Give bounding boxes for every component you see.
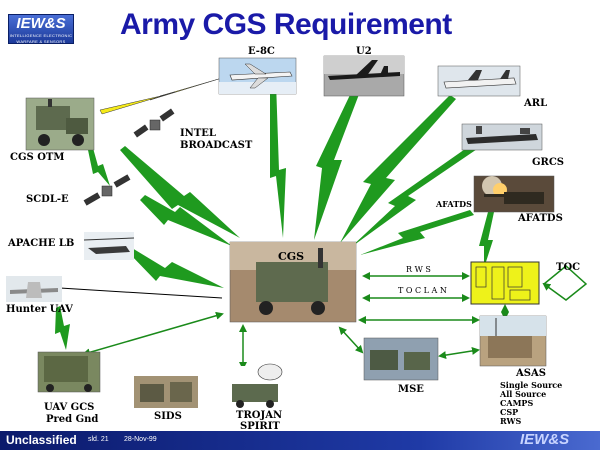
- bolt-e8c-cgs: [270, 82, 286, 238]
- asas-list-item: All Source: [500, 389, 547, 399]
- label-uav-gcs: UAV GCS: [44, 402, 95, 413]
- label-e8c: E-8C: [248, 46, 275, 57]
- label-afatds-small: AFATDS: [436, 199, 472, 209]
- label-sids: SIDS: [154, 411, 182, 422]
- label-grcs: GRCS: [532, 157, 565, 168]
- label-spirit: SPIRIT: [240, 421, 280, 432]
- footer-brand-logo: IEW&S: [520, 431, 570, 448]
- asas-photo: [479, 315, 547, 367]
- bolt-afatds-cgs: [360, 210, 474, 255]
- iews-logo: IEW&S INTELLIGENCE ELECTRONIC WARFARE & …: [8, 14, 74, 44]
- apache-photo: [83, 232, 135, 260]
- bolt-apache-cgs: [128, 248, 224, 288]
- mse-photo: [363, 337, 439, 381]
- label-apache-lb: APACHE LB: [8, 238, 75, 249]
- label-mse: MSE: [398, 384, 424, 395]
- cgs-center-photo: [229, 241, 357, 323]
- afatds-photo: [473, 175, 555, 213]
- label-broadcast: BROADCAST: [180, 140, 253, 151]
- page-title: Army CGS Requirement: [120, 8, 452, 41]
- asas-list-item: CSP: [500, 407, 519, 417]
- classification-label: Unclassified: [6, 433, 77, 447]
- label-hunter-uav: Hunter UAV: [6, 304, 73, 315]
- link-label-toc-lan: T O C L A N: [398, 286, 447, 295]
- trojan-spirit-photo: [222, 363, 286, 408]
- label-cgs: CGS: [278, 250, 305, 263]
- label-toc: TOC: [556, 262, 581, 273]
- label-arl: ARL: [524, 98, 548, 109]
- slide-number: sld. 21: [88, 436, 109, 443]
- bolt-scdl-cgs: [140, 195, 232, 246]
- arrow-mse-asas: [438, 346, 480, 360]
- label-trojan: TROJAN: [236, 410, 283, 421]
- u2-photo: [323, 55, 405, 97]
- footer-bar: Unclassified sld. 21 28-Nov-99 IEW&S: [0, 431, 600, 450]
- bolt-cgsotm-e8c: [99, 77, 223, 115]
- intel-broadcast-satellite: [133, 108, 175, 138]
- bolt-intel-cgs: [120, 146, 240, 238]
- arrow-toc-loop: [542, 265, 588, 301]
- label-intel: INTEL: [180, 128, 216, 139]
- asas-list-item: CAMPS: [500, 398, 534, 408]
- slide-date: 28-Nov-99: [124, 436, 157, 443]
- bolt-u2-cgs: [314, 74, 366, 240]
- bolt-otm-scdl: [88, 148, 110, 186]
- asas-list-item: RWS: [500, 416, 522, 426]
- label-afatds: AFATDS: [518, 213, 563, 224]
- label-scdl-e: SCDL-E: [26, 194, 69, 205]
- grcs-photo: [461, 123, 543, 151]
- label-u2: U2: [356, 46, 372, 57]
- line-hunter-cgs: [59, 287, 223, 299]
- sids-photo: [134, 376, 198, 408]
- label-cgs-otm: CGS OTM: [10, 152, 65, 163]
- bolt-hunter-uav: [55, 306, 70, 350]
- label-pred-gnd: Pred Gnd: [46, 414, 99, 425]
- asas-list-item: Single Source: [500, 380, 563, 390]
- logo-text: IEW&S: [16, 15, 66, 32]
- toc-diagram: [470, 261, 540, 305]
- link-label-rws: R W S: [406, 265, 431, 274]
- label-asas: ASAS: [516, 368, 546, 379]
- uav-gcs-photo: [37, 351, 101, 393]
- scdl-e-satellite: [83, 174, 131, 206]
- bolt-afatds-toc: [479, 212, 494, 268]
- arl-photo: [437, 65, 521, 97]
- arrow-cgs-uavgcs: [82, 311, 224, 357]
- hunter-uav-photo: [6, 276, 62, 302]
- bolt-grcs-cgs: [350, 140, 483, 248]
- arrow-cgs-mse: [338, 326, 364, 354]
- logo-subtext: INTELLIGENCE ELECTRONIC WARFARE & SENSOR…: [9, 33, 73, 44]
- cgs-otm-photo: [25, 97, 95, 151]
- bolt-arl-cgs: [340, 95, 456, 243]
- e8c-photo: [218, 57, 297, 95]
